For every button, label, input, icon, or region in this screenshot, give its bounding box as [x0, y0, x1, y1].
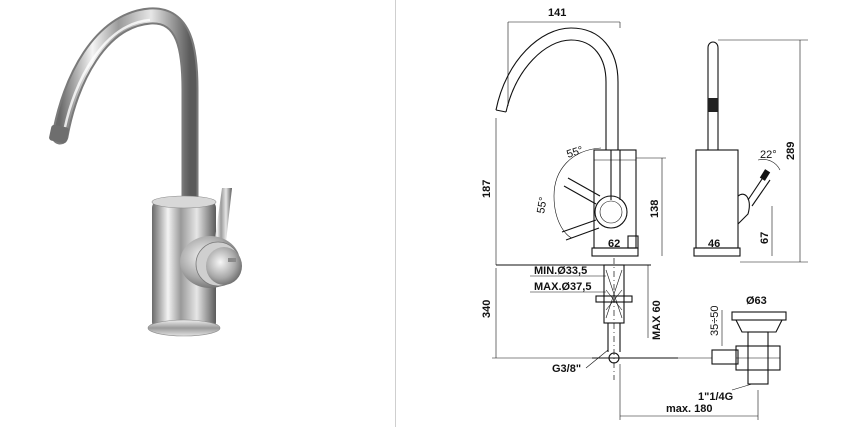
angle-c-label: 22° — [760, 149, 777, 161]
dim-height-total: 289 — [785, 142, 797, 160]
faucet-photo — [49, 7, 242, 337]
drain-range-label: 35÷50 — [709, 305, 721, 336]
dim-body-width: 62 — [608, 238, 620, 250]
drain-diameter-label: Ø63 — [746, 295, 767, 307]
dim-height-spout: 187 — [481, 180, 493, 198]
max-thickness-label: MAX 60 — [651, 300, 663, 340]
technical-drawing: 55° 55° 141 187 138 62 MIN.Ø33,5 MAX.Ø37… — [481, 7, 808, 420]
dim-side-height: 67 — [759, 232, 771, 244]
dim-side-depth: 46 — [708, 238, 720, 250]
dim-height-body: 138 — [649, 200, 661, 218]
dim-below-counter: 340 — [481, 300, 493, 318]
hose-thread-label: G3/8" — [552, 363, 581, 375]
max-length-label: max. 180 — [666, 403, 712, 415]
angle-b-label: 55° — [535, 196, 550, 214]
product-photo-panel — [0, 0, 395, 427]
angle-a-label: 55° — [565, 144, 585, 161]
panel-divider — [395, 0, 396, 427]
hole-max-label: MAX.Ø37,5 — [534, 281, 591, 293]
dim-width-top: 141 — [548, 7, 566, 19]
hole-min-label: MIN.Ø33,5 — [534, 265, 587, 277]
drain-thread-label: 1"1/4G — [698, 391, 733, 403]
technical-drawing-panel: 55° 55° 141 187 138 62 MIN.Ø33,5 MAX.Ø37… — [396, 0, 860, 427]
